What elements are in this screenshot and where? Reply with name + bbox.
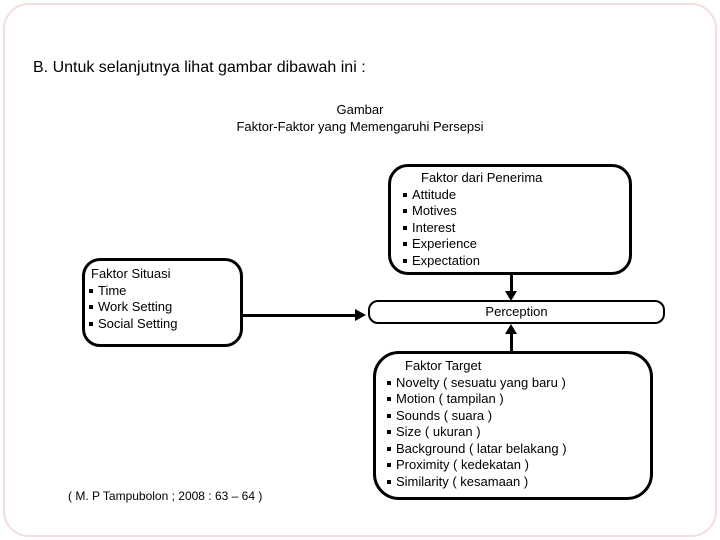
bullet-icon <box>387 397 391 401</box>
list-item-label: Proximity ( kedekatan ) <box>396 457 529 472</box>
bullet-icon <box>89 288 93 293</box>
arrow-stem <box>510 333 513 351</box>
bullet-icon <box>387 430 391 434</box>
arrow-stem <box>243 314 356 317</box>
bullet-icon <box>387 380 391 385</box>
source-citation: ( M. P Tampubolon ; 2008 : 63 – 64 ) <box>68 489 263 503</box>
arrow-down-icon <box>505 291 517 301</box>
list-item: Sounds ( suara ) <box>387 408 646 425</box>
receiver-factors-list: Attitude Motives Interest Experience <box>403 187 625 270</box>
bullet-icon <box>403 225 407 230</box>
list-item-label: Sounds ( suara ) <box>396 407 493 423</box>
list-item-label: Work Setting <box>98 299 173 314</box>
list-item: Motion ( tampilan ) <box>387 391 646 408</box>
perception-label: Perception <box>485 303 548 319</box>
figure-caption-subtitle: Faktor-Faktor yang Memengaruhi Persepsi <box>236 119 484 134</box>
bullet-icon <box>403 258 407 263</box>
bullet-icon <box>387 479 391 484</box>
list-item-label: Novelty ( sesuatu yang baru ) <box>396 374 566 390</box>
list-item: Interest <box>403 220 625 237</box>
target-factors-title: Faktor Target <box>405 358 482 373</box>
arrow-stem <box>510 275 513 292</box>
list-item: Experience <box>403 236 625 253</box>
bullet-icon <box>403 192 407 197</box>
list-item-label: Attitude <box>412 186 457 202</box>
target-factors-list: Novelty ( sesuatu yang baru ) Motion ( t… <box>387 375 646 491</box>
page-title: B. Untuk selanjutnya lihat gambar dibawa… <box>33 59 366 76</box>
list-item-label: Time <box>98 282 127 298</box>
list-item: Work Setting <box>89 299 238 316</box>
bullet-icon <box>387 463 391 467</box>
list-item: Size ( ukuran ) <box>387 424 646 441</box>
list-item: Motives <box>403 203 625 220</box>
target-factors-box: Faktor Target Novelty ( sesuatu yang bar… <box>373 351 653 500</box>
figure-caption-title: Gambar <box>336 102 384 117</box>
bullet-icon <box>403 242 407 246</box>
list-item-label: Expectation <box>412 252 480 268</box>
figure-caption: Gambar Faktor-Faktor yang Memengaruhi Pe… <box>0 101 720 135</box>
list-item-label: Experience <box>412 236 478 251</box>
list-item-label: Motion ( tampilan ) <box>396 391 504 406</box>
list-item: Novelty ( sesuatu yang baru ) <box>387 375 646 392</box>
receiver-factors-box: Faktor dari Penerima Attitude Motives In… <box>388 164 632 275</box>
bullet-icon <box>387 446 391 451</box>
list-item: Similarity ( kesamaan ) <box>387 474 646 491</box>
list-item-label: Similarity ( kesamaan ) <box>396 473 529 489</box>
bullet-icon <box>403 209 407 213</box>
situation-factors-list: Time Work Setting Social Setting <box>89 283 238 333</box>
list-item: Social Setting <box>89 316 238 333</box>
bullet-icon <box>387 413 391 418</box>
arrow-up-icon <box>505 324 517 334</box>
receiver-factors-title: Faktor dari Penerima <box>421 170 543 185</box>
list-item: Proximity ( kedekatan ) <box>387 457 646 474</box>
list-item: Time <box>89 283 238 300</box>
situation-factors-box: Faktor Situasi Time Work Setting Social … <box>82 258 243 347</box>
bullet-icon <box>89 321 93 326</box>
situation-factors-title: Faktor Situasi <box>91 266 171 281</box>
list-item-label: Social Setting <box>98 315 178 331</box>
list-item-label: Interest <box>412 219 456 235</box>
perception-box: Perception <box>368 300 665 324</box>
list-item-label: Motives <box>412 203 457 218</box>
list-item-label: Background ( latar belakang ) <box>396 440 567 456</box>
list-item: Expectation <box>403 253 625 270</box>
list-item: Attitude <box>403 187 625 204</box>
list-item-label: Size ( ukuran ) <box>396 424 481 439</box>
arrow-right-icon <box>355 309 366 321</box>
list-item: Background ( latar belakang ) <box>387 441 646 458</box>
bullet-icon <box>89 305 93 309</box>
